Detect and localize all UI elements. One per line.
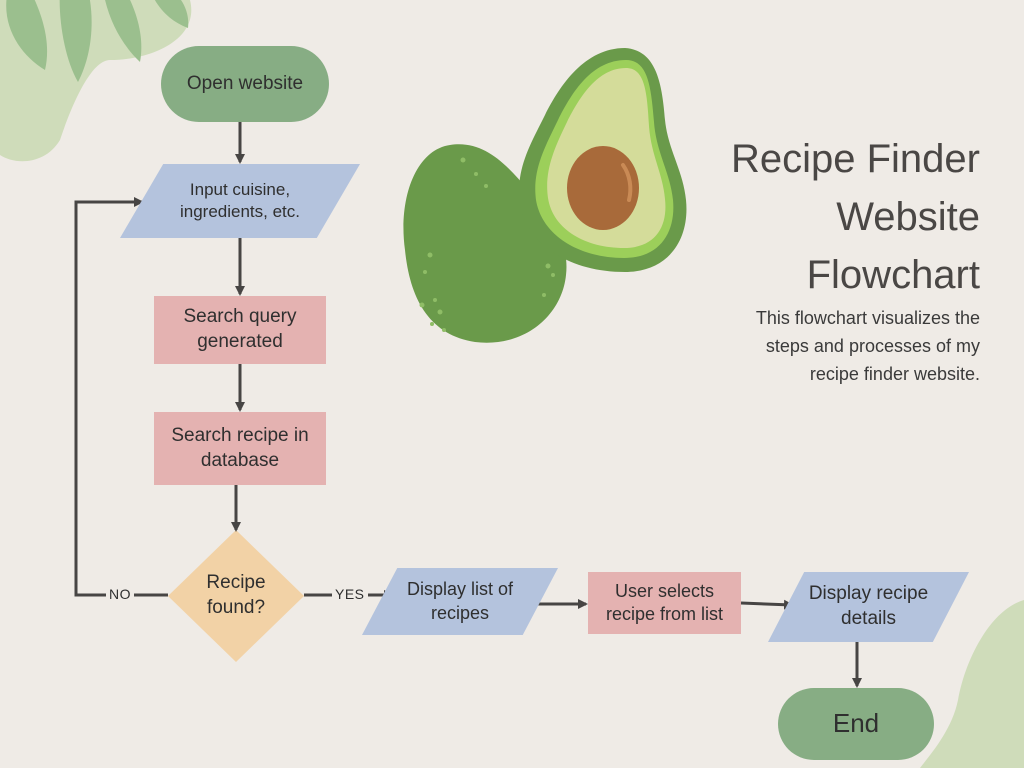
start-node-label: Open website [186,72,304,94]
page-title: Recipe Finder Website Flowchart [730,137,980,297]
details-node-label: Display recipe details [808,583,929,629]
leaf-cluster-top-left-icon [0,0,192,162]
display-list-node-label: Display list of recipes [406,579,514,623]
search-node: Search recipe in database [154,412,326,485]
query-node: Search query generated [154,296,326,364]
start-node: Open website [161,46,329,122]
query-node-label: Search query generated [183,306,297,352]
details-node: Display recipe details [768,572,969,642]
no-edge-label: NO [106,586,134,602]
decision-node-label: Recipe found? [206,572,266,618]
leaf-bottom-right-icon [920,600,1024,768]
end-node: End [778,688,934,760]
input-node: Input cuisine, ingredients, etc. [120,164,360,238]
search-node-label: Search recipe in database [171,424,309,471]
arrow-select-to-details [740,599,794,610]
select-node: User selects recipe from list [588,572,741,634]
page-subtitle: This flowchart visualizes the steps and … [755,308,980,384]
input-node-label: Input cuisine, ingredients, etc. [179,179,300,221]
display-list-node: Display list of recipes [362,568,558,635]
yes-edge-label: YES [332,586,368,602]
arrow-no-loop-back [74,197,168,597]
avocado-icon [403,48,687,343]
decision-node: Recipe found? [168,530,304,662]
select-node-label: User selects recipe from list [605,580,724,624]
end-node-label: End [832,708,880,739]
decision-diamond-shape [168,530,304,662]
